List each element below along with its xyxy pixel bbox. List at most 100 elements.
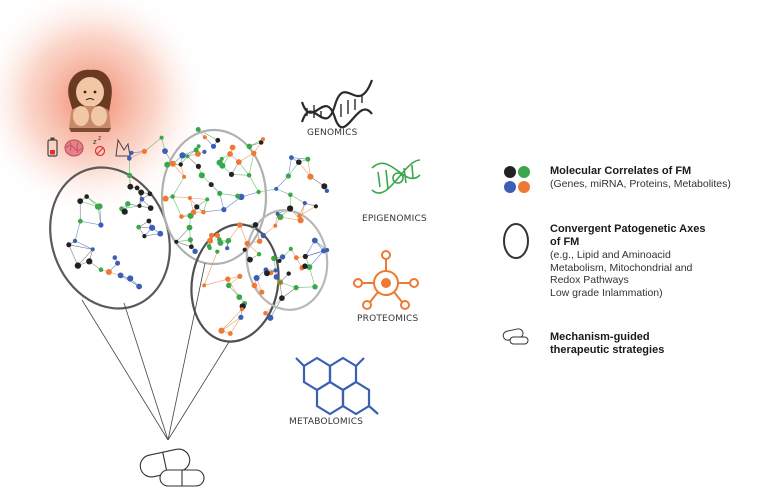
network-node (125, 201, 130, 206)
network-edge (240, 225, 247, 243)
network-node (203, 135, 207, 139)
network-node (227, 151, 233, 157)
legend-axes-title-line1: Convergent Patogenetic Axes (550, 223, 705, 236)
network-node (229, 172, 234, 177)
network-node (127, 173, 132, 178)
network-edge (222, 317, 241, 330)
network-node (247, 144, 253, 150)
network-node (307, 174, 313, 180)
network-node (86, 258, 92, 264)
network-node (271, 256, 276, 261)
network-node (267, 315, 273, 321)
network-node (179, 214, 184, 219)
network-edge (69, 245, 78, 266)
network-node (170, 161, 176, 167)
network-node (185, 154, 189, 158)
network-node (237, 222, 243, 228)
network-node (286, 173, 291, 178)
network-node (273, 224, 277, 228)
network-node (115, 261, 120, 266)
network-edge (249, 175, 259, 192)
network-node (314, 204, 318, 208)
network-node (230, 145, 236, 151)
legend-therapy-title-line2: therapeutic strategies (550, 344, 664, 357)
network-node (99, 267, 104, 272)
network-node (257, 239, 262, 244)
network-node (188, 237, 193, 242)
pill-icon (138, 447, 204, 486)
legend-axes-sub-line: Low grade Inlammation) (550, 287, 663, 300)
network-node (136, 284, 142, 290)
network-edge (276, 189, 290, 195)
network-node (182, 175, 186, 179)
network-node (288, 193, 293, 198)
network-edge (75, 241, 93, 249)
network-node (192, 249, 197, 254)
brain-icon (65, 140, 83, 156)
network-edge (276, 176, 288, 189)
network-node (162, 148, 168, 154)
network-node (91, 247, 95, 251)
metabolomics-icon (296, 358, 378, 414)
network-node (254, 275, 260, 281)
network-node (209, 182, 214, 187)
network-node (312, 238, 318, 244)
network-node (194, 148, 199, 153)
network-node (298, 217, 304, 223)
network-edge (204, 279, 228, 285)
network-node (209, 233, 214, 238)
network-node (305, 157, 310, 162)
network-node (148, 191, 153, 196)
network-node (113, 255, 118, 260)
network-node (179, 162, 183, 166)
network-node (264, 270, 270, 276)
network-node (289, 155, 294, 160)
network-edge (290, 195, 304, 203)
network-node (211, 144, 216, 149)
network-node (75, 262, 81, 268)
network-node (215, 250, 219, 254)
network-edge (232, 174, 250, 175)
proteomics-icon (354, 251, 418, 309)
network-edge (80, 221, 101, 225)
network-node (84, 194, 89, 199)
network-node (261, 137, 265, 141)
dna-icon (302, 80, 372, 127)
network-node (142, 149, 147, 154)
network-edge (309, 267, 315, 287)
network-node (251, 151, 256, 156)
network-node (127, 156, 132, 161)
network-node (236, 294, 242, 300)
network-node (98, 222, 103, 227)
network-node (225, 276, 230, 281)
network-node (287, 271, 291, 275)
network-node (122, 209, 128, 215)
network-node (160, 136, 164, 140)
network-edge (229, 225, 240, 241)
network-node (78, 219, 83, 224)
network-node (325, 189, 329, 193)
svg-text:z: z (98, 135, 101, 142)
patient-icon (68, 70, 112, 132)
network-node (207, 238, 213, 244)
network-node (225, 246, 229, 250)
network-node (228, 331, 233, 336)
network-edge (173, 197, 182, 217)
network-node (142, 234, 146, 238)
network-node (202, 150, 206, 154)
network-node (274, 187, 278, 191)
network-node (208, 246, 212, 250)
legend-pill-icon (502, 328, 528, 344)
network-node (157, 231, 163, 237)
network-node (297, 214, 301, 218)
network-node (289, 247, 293, 251)
network-node (303, 201, 307, 205)
network-node (325, 248, 329, 252)
network-node (174, 240, 178, 244)
network-node (294, 285, 299, 290)
network-node (294, 255, 299, 260)
network-node (296, 159, 302, 165)
network-node (197, 144, 201, 148)
legend-therapy-title-line1: Mechanism-guided (550, 331, 650, 344)
